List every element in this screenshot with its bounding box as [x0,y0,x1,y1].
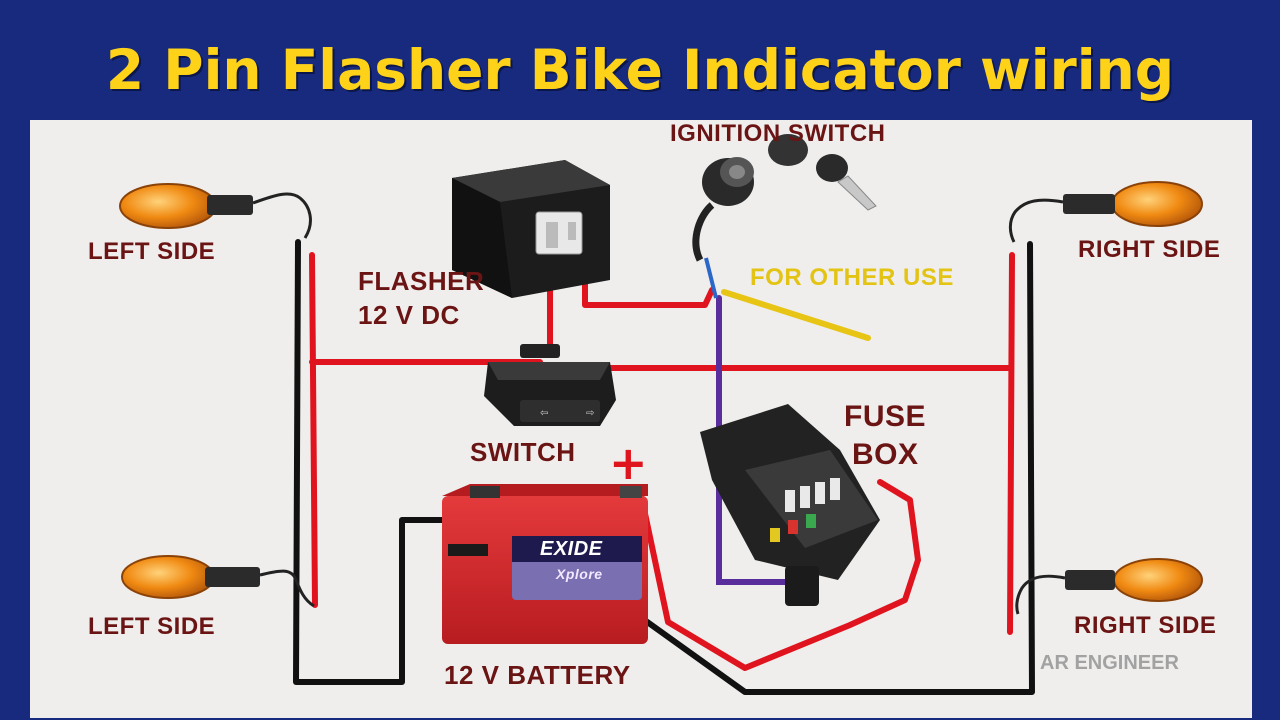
left-side-bottom-label: LEFT SIDE [88,613,216,640]
svg-text:⇨: ⇨ [586,408,594,419]
ignition-switch [692,134,877,262]
battery-brand: EXIDE [540,538,603,560]
left-side-top-label: LEFT SIDE [88,238,216,265]
battery-label: 12 V BATTERY [444,660,631,690]
wire-red-right-indicators [1007,252,1015,635]
right-indicator-top [1008,181,1203,243]
fuse-box [700,404,880,606]
page-title: 2 Pin Flasher Bike Indicator wiring [105,38,1175,102]
flasher-label: FLASHER [358,266,485,296]
wire-blue-ignition [704,257,718,299]
svg-text:⇦: ⇦ [540,408,548,419]
left-indicator-bottom [121,555,315,608]
wire-purple-ignition-to-fuse [716,295,808,585]
flasher-voltage-label: 12 V DC [358,300,460,330]
battery-positive-sign: + [609,436,649,490]
fuse-label: FUSE [844,400,927,433]
for-other-use-label: FOR OTHER USE [750,264,954,291]
right-side-top-label: RIGHT SIDE [1078,236,1221,263]
box-label: BOX [852,438,919,471]
indicator-handlebar-switch: ⇦ ⇨ [484,344,616,426]
wire-red-battery-to-fuse [637,479,921,671]
battery [442,484,648,644]
wire-yellow-other-use [721,289,871,341]
right-indicator-bottom [1015,558,1203,615]
wire-black-left-ground [293,239,508,685]
switch-label: SWITCH [470,437,576,467]
battery-model: Xplore [556,566,603,582]
left-indicator-top [119,183,312,239]
flasher-relay [452,160,610,298]
wire-red-left-indicators [309,252,318,608]
ignition-switch-label: IGNITION SWITCH [670,120,886,147]
watermark-logo: AR ENGINEER [1040,652,1179,674]
right-side-bottom-label: RIGHT SIDE [1074,612,1217,639]
